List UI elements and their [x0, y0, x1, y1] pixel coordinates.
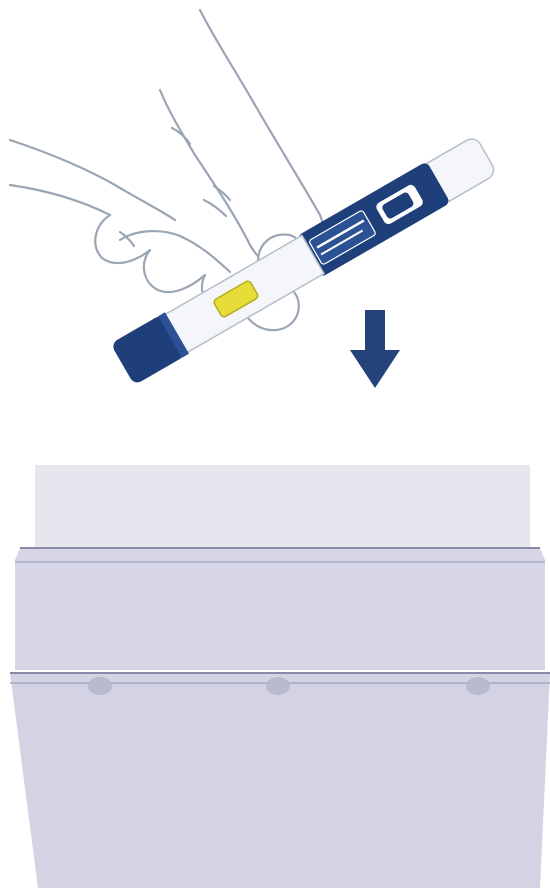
container-snap [466, 677, 490, 695]
container-middle [15, 548, 545, 670]
container-lid [35, 465, 530, 550]
container-front [10, 673, 550, 888]
container-snap [88, 677, 112, 695]
down-arrow-icon [350, 310, 400, 388]
container-snap [266, 677, 290, 695]
sharps-container-icon [10, 465, 550, 888]
